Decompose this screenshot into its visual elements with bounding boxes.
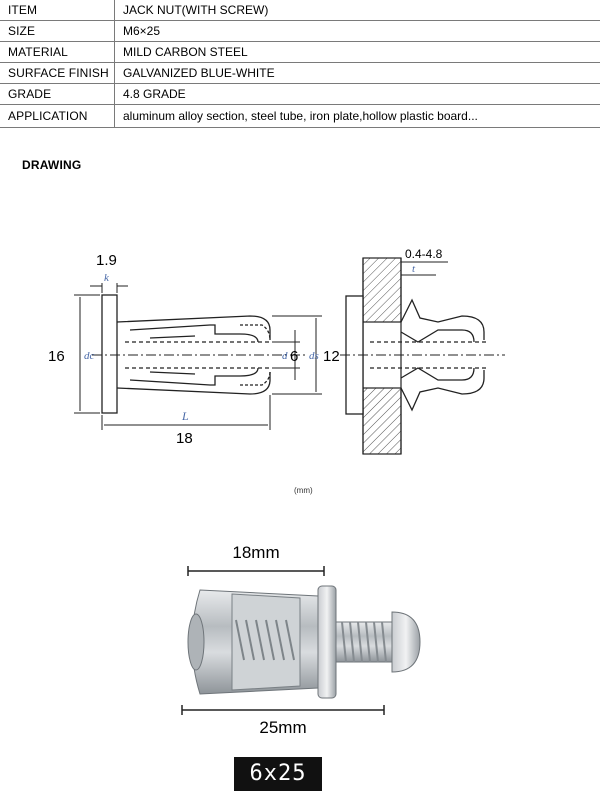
dim-L-symbol: L — [181, 409, 189, 423]
size-badge: 6x25 — [234, 757, 322, 791]
wall-plate-upper — [362, 257, 402, 323]
spec-row-grade: GRADE 4.8 GRADE — [0, 83, 600, 105]
spec-value: M6×25 — [114, 20, 600, 42]
spec-row-item: ITEM JACK NUT(WITH SCREW) — [0, 0, 600, 21]
photo-dim-bottom — [181, 705, 385, 715]
photo-dim-top — [187, 566, 325, 576]
dim-d-symbol: d — [282, 350, 288, 362]
body-lower-outline — [116, 372, 271, 395]
jack-nut-side-view — [101, 294, 271, 414]
spec-row-size: SIZE M6×25 — [0, 20, 600, 42]
spec-key: MATERIAL — [0, 41, 115, 63]
body-upper-outline — [116, 315, 271, 340]
wall-plate-lower — [362, 387, 402, 455]
dim-d-value: 6 — [290, 348, 298, 365]
drawing-unit: (mm) — [294, 486, 313, 495]
spec-key: SURFACE FINISH — [0, 62, 115, 84]
drawing-section-label: DRAWING — [22, 158, 82, 172]
dim-t-range: 0.4-4.8 — [405, 247, 443, 261]
dim-dc — [74, 294, 100, 414]
spec-table: ITEM JACK NUT(WITH SCREW) SIZE M6×25 MAT… — [0, 0, 600, 128]
dim-ds-value: 12 — [323, 348, 340, 365]
spec-value: 4.8 GRADE — [114, 83, 600, 105]
dim-t-symbol: t — [412, 263, 416, 275]
spec-key: ITEM — [0, 0, 115, 21]
dim-t — [401, 261, 448, 276]
spec-value: aluminum alloy section, steel tube, iron… — [114, 104, 600, 128]
flange-washer — [317, 585, 337, 699]
dim-L-value: 18 — [176, 430, 193, 447]
product-photo: 18mm 25mm — [181, 543, 421, 733]
jack-nut-body — [187, 589, 319, 695]
dim-d — [272, 330, 300, 380]
spec-key: GRADE — [0, 83, 115, 105]
spec-value: JACK NUT(WITH SCREW) — [114, 0, 600, 21]
screw-head — [391, 611, 421, 673]
flange-outline — [101, 294, 118, 414]
spec-row-application: APPLICATION aluminum alloy section, stee… — [0, 104, 600, 128]
dim-L — [101, 395, 271, 430]
spec-value: MILD CARBON STEEL — [114, 41, 600, 63]
screw-shaft — [335, 621, 393, 663]
spec-key: APPLICATION — [0, 104, 115, 128]
dim-k-value: 1.9 — [96, 252, 117, 269]
spec-key: SIZE — [0, 20, 115, 42]
dim-dc-symbol: dc — [84, 350, 95, 362]
dim-k — [90, 283, 128, 293]
dim-ds-symbol: ds — [309, 350, 319, 362]
technical-drawing: 1.9 k 16 dc d 6 ds 12 L 18 — [48, 247, 505, 495]
spec-row-material: MATERIAL MILD CARBON STEEL — [0, 41, 600, 63]
spec-value: GALVANIZED BLUE-WHITE — [114, 62, 600, 84]
photo-dim-top-value: 18mm — [232, 543, 279, 562]
dim-dc-value: 16 — [48, 348, 65, 365]
spec-row-surface-finish: SURFACE FINISH GALVANIZED BLUE-WHITE — [0, 62, 600, 84]
jack-nut-installed-view — [345, 257, 486, 455]
photo-dim-bottom-value: 25mm — [259, 718, 306, 733]
dim-k-symbol: k — [104, 272, 110, 284]
dim-ds — [272, 315, 322, 395]
